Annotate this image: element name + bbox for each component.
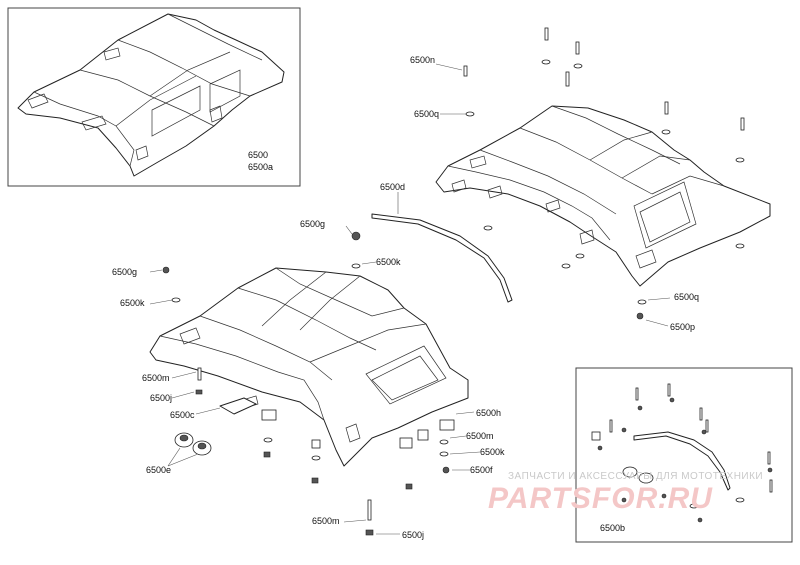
label-6500h: 6500h xyxy=(476,408,501,418)
grommets-6500e xyxy=(167,432,212,467)
pad-6500c xyxy=(195,397,257,415)
inset-roof-drawing xyxy=(17,13,285,177)
label-6500e: 6500e xyxy=(146,465,171,475)
label-6500k-left: 6500k xyxy=(120,298,145,308)
label-6500j-left: 6500j xyxy=(150,393,172,403)
inset-frame-top-left xyxy=(7,7,301,187)
inset-frame-bottom-right xyxy=(575,367,793,543)
watermark-caption: ЗАПЧАСТИ И АКСЕССУАРЫ ДЛЯ МОТОТЕХНИКИ xyxy=(508,471,763,482)
label-6500f: 6500f xyxy=(470,465,493,475)
label-6500g-left: 6500g xyxy=(112,267,137,277)
hardware xyxy=(149,27,745,536)
label-6500m-right: 6500m xyxy=(466,431,494,441)
inset-hardware-kit: 6500b xyxy=(575,367,793,543)
weather-strip-6500d xyxy=(371,192,513,303)
label-6500: 6500 xyxy=(248,150,268,160)
label-6500c: 6500c xyxy=(170,410,195,420)
label-6500g-top: 6500g xyxy=(300,219,325,229)
label-6500q-right: 6500q xyxy=(674,292,699,302)
watermark: ЗАПЧАСТИ И АКСЕССУАРЫ ДЛЯ МОТОТЕХНИКИ PA… xyxy=(488,471,763,515)
watermark-brand: PARTSFOR.RU xyxy=(488,482,713,515)
inset-assembled-roof: 6500 6500a xyxy=(7,7,301,187)
label-6500m-left: 6500m xyxy=(142,373,170,383)
label-6500k-top: 6500k xyxy=(376,257,401,267)
callout-labels: 6500c 6500d 6500e 6500f 6500g 6500g 6500… xyxy=(112,55,699,540)
front-roof-panel xyxy=(149,267,469,467)
label-6500q-top: 6500q xyxy=(414,109,439,119)
label-6500n: 6500n xyxy=(410,55,435,65)
label-6500p: 6500p xyxy=(670,322,695,332)
label-6500b: 6500b xyxy=(600,523,625,533)
label-6500m-bottom: 6500m xyxy=(312,516,340,526)
label-6500k-right: 6500k xyxy=(480,447,505,457)
label-6500j-bottom: 6500j xyxy=(402,530,424,540)
label-6500d: 6500d xyxy=(380,182,405,192)
label-6500a: 6500a xyxy=(248,162,273,172)
rear-roof-panel xyxy=(435,105,771,287)
